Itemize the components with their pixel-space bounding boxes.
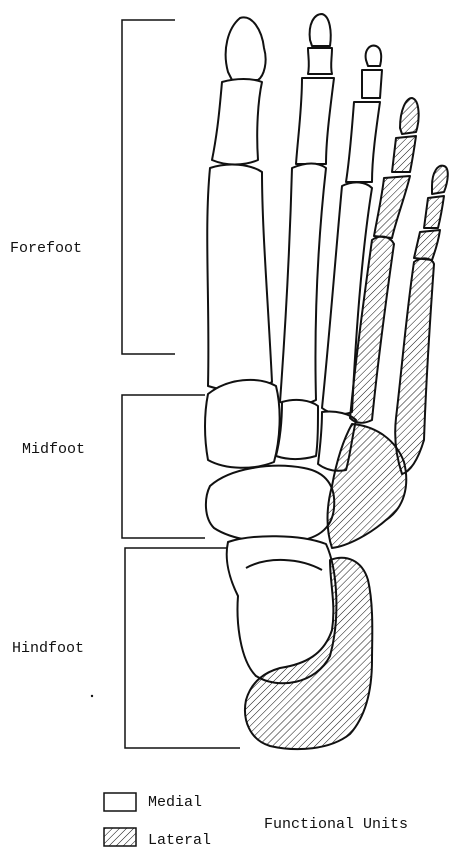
- first-metatarsal: [207, 165, 272, 391]
- medial-legend-label: Medial: [148, 794, 202, 811]
- third-toe-distal-phalanx: [366, 46, 382, 66]
- medial-legend-box: [104, 793, 136, 811]
- third-toe-middle-phalanx: [362, 70, 382, 98]
- fourth-toe-proximal-phalanx: [374, 176, 410, 238]
- fifth-toe-proximal-phalanx: [414, 230, 440, 260]
- fifth-toe-middle-phalanx: [424, 196, 444, 228]
- fifth-metatarsal: [395, 258, 434, 474]
- stray-dot: [91, 695, 93, 697]
- hindfoot-bracket: [125, 548, 240, 748]
- hindfoot-label: Hindfoot: [12, 640, 84, 657]
- lateral-legend-box: [104, 828, 136, 846]
- forefoot-bracket: [122, 20, 175, 354]
- midfoot-label: Midfoot: [22, 441, 85, 458]
- midfoot-bracket: [122, 395, 205, 538]
- medial-cuneiform: [205, 380, 280, 468]
- fourth-toe-distal-phalanx: [400, 98, 419, 134]
- lateral-legend-label: Lateral: [148, 832, 211, 849]
- second-toe-middle-phalanx: [308, 48, 332, 74]
- second-toe-distal-phalanx: [310, 14, 331, 46]
- intermediate-cuneiform: [276, 400, 318, 459]
- navicular: [206, 466, 334, 543]
- fifth-toe-distal-phalanx: [432, 166, 448, 194]
- second-metatarsal: [280, 164, 326, 405]
- second-toe-proximal-phalanx: [296, 78, 334, 164]
- great-toe-proximal-phalanx: [212, 79, 262, 165]
- fourth-toe-middle-phalanx: [392, 136, 416, 172]
- third-toe-proximal-phalanx: [346, 102, 380, 182]
- great-toe-distal-phalanx: [226, 17, 266, 80]
- forefoot-label: Forefoot: [10, 240, 82, 257]
- functional-units-caption: Functional Units: [264, 816, 408, 833]
